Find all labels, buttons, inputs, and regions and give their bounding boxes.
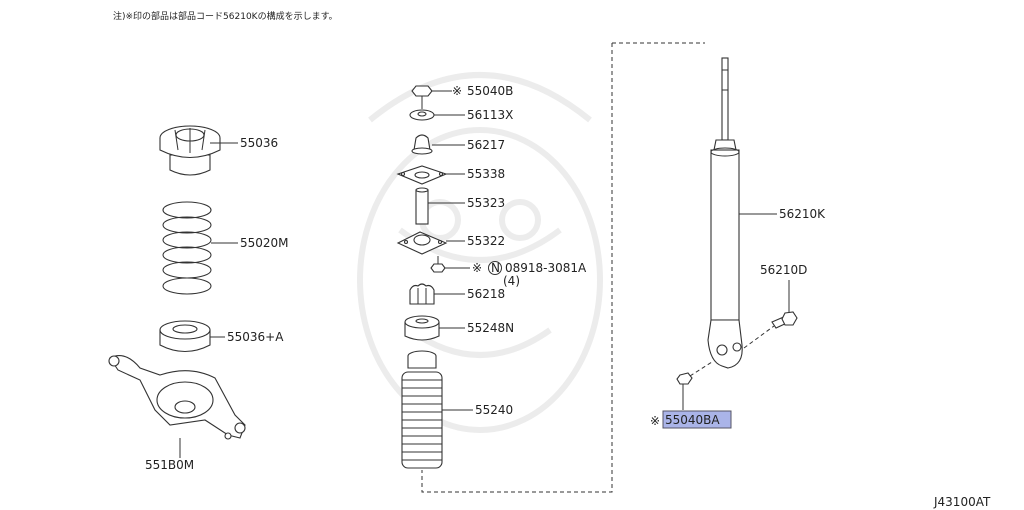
part-55240-dust-boot[interactable]: [401, 350, 443, 469]
label-55036[interactable]: 55036: [240, 136, 278, 150]
part-56210k-shock-absorber[interactable]: [707, 57, 743, 369]
part-56210d-bolt[interactable]: [771, 311, 798, 329]
label-08918-3081a[interactable]: 08918-3081A: [505, 261, 587, 275]
mark-55040b: ※: [452, 84, 462, 98]
label-56210d[interactable]: 56210D: [760, 263, 807, 277]
label-55322[interactable]: 55322: [467, 234, 505, 248]
highlight-55040ba: [662, 410, 732, 429]
assembly-dashed-bracket: [421, 43, 613, 493]
circled-n-prefix: N: [491, 261, 500, 275]
label-55338[interactable]: 55338: [467, 167, 505, 181]
part-56217-bushing[interactable]: [411, 134, 433, 155]
label-56210k[interactable]: 56210K: [779, 207, 826, 221]
label-55040b[interactable]: 55040B: [467, 84, 513, 98]
part-55036-drawing[interactable]: [159, 125, 221, 176]
part-56218-bound-bumper[interactable]: [409, 283, 435, 305]
header-note: 注)※印の部品は部品コード56210Kの構成を示します。: [113, 10, 338, 22]
label-56113x[interactable]: 56113X: [467, 108, 513, 122]
mark-08918: ※: [472, 261, 482, 275]
mark-55040ba: ※: [650, 414, 660, 428]
part-55040b-nut[interactable]: [411, 85, 433, 97]
label-55040ba[interactable]: 55040BA: [665, 413, 720, 427]
part-551b0m-lower-arm[interactable]: [108, 355, 246, 440]
diagram-code: J43100AT: [933, 495, 991, 509]
watermark-emblem: [357, 72, 603, 433]
label-55020m[interactable]: 55020M: [240, 236, 289, 250]
label-55248n[interactable]: 55248N: [467, 321, 514, 335]
label-551b0m[interactable]: 551B0M: [145, 458, 194, 472]
part-55020m-coil-spring[interactable]: [162, 201, 212, 295]
nut-dashed-path: [689, 361, 713, 377]
part-56113x-washer[interactable]: [409, 109, 435, 121]
label-55240[interactable]: 55240: [475, 403, 513, 417]
part-55248n-seat[interactable]: [404, 315, 440, 341]
part-55338-plate[interactable]: [396, 165, 448, 185]
bolt-dashed-path: [743, 325, 775, 349]
part-08918-nut[interactable]: [430, 256, 446, 273]
label-56217[interactable]: 56217: [467, 138, 505, 152]
label-55323[interactable]: 55323: [467, 196, 505, 210]
label-55036a[interactable]: 55036+A: [227, 330, 284, 344]
part-55036a-lower-seat[interactable]: [159, 320, 211, 353]
label-08918-qty: (4): [503, 274, 520, 288]
part-55323-collar[interactable]: [415, 187, 429, 225]
part-55322-mount[interactable]: [396, 231, 448, 255]
part-55040ba-nut[interactable]: [676, 372, 693, 385]
label-56218[interactable]: 56218: [467, 287, 505, 301]
